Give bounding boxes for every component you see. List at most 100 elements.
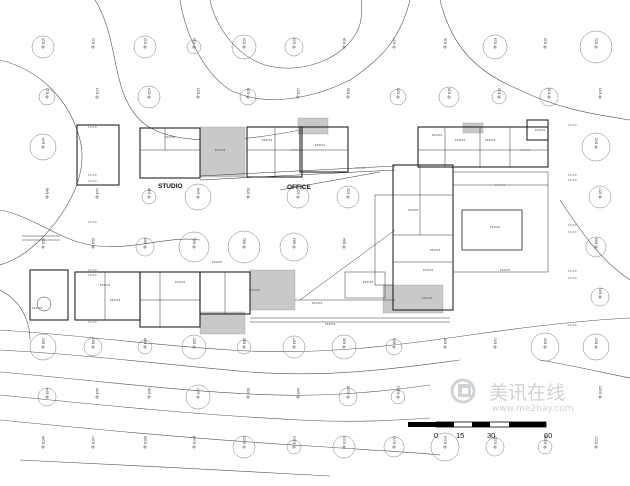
svg-text:E34: E34 (42, 138, 46, 144)
hatched-terrace (462, 122, 484, 134)
svg-text:E32: E32 (548, 88, 552, 94)
tree-marker: E113 (383, 436, 405, 458)
svg-text:E59: E59 (92, 238, 96, 244)
watermark: 美讯在线 www.me2bay.com (450, 378, 574, 414)
svg-text:E96: E96 (148, 388, 152, 394)
covered-walk (199, 169, 396, 181)
tree-marker: E90 (443, 338, 448, 349)
tree-marker: E52 (336, 185, 360, 209)
svg-text:E92: E92 (544, 338, 548, 344)
watermark-url: www.me2bay.com (492, 404, 574, 414)
tree-marker: E81 (590, 287, 610, 307)
tree-marker: E28 (346, 88, 351, 99)
tree-marker: E19 (482, 34, 508, 60)
tree-marker: E31 (491, 88, 507, 105)
svg-text:E16: E16 (343, 38, 347, 44)
svg-text:E51: E51 (297, 188, 301, 194)
contour-line (94, 0, 301, 141)
svg-text:E113: E113 (393, 436, 397, 444)
contour-line (559, 199, 630, 281)
tree-marker: E87 (282, 335, 306, 359)
tree-marker: E57 (588, 185, 612, 209)
tree-marker: E109 (192, 436, 197, 449)
tree-marker: E30 (438, 86, 460, 108)
svg-text:E83: E83 (92, 338, 96, 344)
svg-text:E11: E11 (92, 38, 96, 44)
watermark-brand: 美讯在线 (489, 382, 565, 404)
scale-bar-segment (509, 422, 546, 427)
tree-marker: E99 (296, 388, 301, 399)
contour-line (0, 209, 201, 248)
round-tank (36, 296, 52, 312)
tree-marker: E15 (284, 37, 304, 57)
svg-text:E28: E28 (347, 88, 351, 94)
building-footprints (22, 117, 549, 335)
tree-marker: E46 (45, 188, 50, 199)
svg-text:E99: E99 (297, 388, 301, 394)
svg-text:E112: E112 (343, 436, 347, 444)
contour-line (0, 289, 31, 341)
svg-text:E63: E63 (293, 238, 297, 244)
tree-marker: E95 (95, 388, 100, 399)
tree-marker: E51 (286, 185, 310, 209)
tree-marker: E47 (95, 188, 100, 199)
tree-marker: E61 (178, 231, 210, 263)
scale-bar-lead (408, 422, 436, 427)
contour-line (0, 394, 431, 422)
tree-marker: E116 (537, 436, 553, 455)
svg-text:E45: E45 (595, 138, 599, 144)
studio-label: STUDIO (158, 183, 183, 190)
svg-text:E93: E93 (595, 338, 599, 344)
svg-text:E30: E30 (448, 88, 452, 94)
svg-text:E108: E108 (144, 436, 148, 444)
tree-marker: E96 (147, 388, 152, 399)
tree-marker: E21 (579, 30, 613, 64)
guest-wing-wall (139, 271, 201, 328)
tree-marker: E60 (135, 237, 155, 257)
svg-text:E61: E61 (193, 238, 197, 244)
svg-text:E90: E90 (444, 338, 448, 344)
tree-marker: E105 (598, 386, 603, 399)
tree-marker: E83 (83, 337, 103, 357)
svg-text:E81: E81 (599, 288, 603, 294)
tree-marker: E117 (594, 436, 599, 449)
diagonal-path (299, 229, 396, 301)
tree-marker: E64 (342, 238, 347, 249)
svg-text:E107: E107 (92, 436, 96, 444)
tree-marker: E29 (389, 88, 407, 106)
scale-tick-label: 0 (434, 431, 438, 440)
contour-line (19, 459, 331, 477)
svg-text:E50: E50 (247, 188, 251, 194)
tree-marker: E25 (196, 88, 201, 99)
tree-marker: E20 (543, 38, 548, 49)
contour-line (0, 59, 83, 266)
svg-text:E87: E87 (293, 338, 297, 344)
tree-marker: E115 (485, 436, 505, 457)
tree-marker: E58 (41, 238, 46, 249)
svg-text:E82: E82 (42, 338, 46, 344)
svg-text:E97: E97 (197, 388, 201, 394)
svg-text:E84: E84 (144, 338, 148, 344)
svg-text:E17: E17 (393, 38, 397, 44)
svg-text:E98: E98 (247, 388, 251, 394)
contour-line (0, 419, 441, 456)
svg-text:E60: E60 (144, 238, 148, 244)
tree-marker: E94 (37, 387, 57, 407)
pool-deck (452, 171, 549, 273)
contour-line (209, 0, 363, 69)
watermark-logo-icon (450, 378, 476, 404)
floor-level-tags (88, 124, 577, 326)
svg-text:E21: E21 (595, 38, 599, 44)
svg-text:E115: E115 (494, 436, 498, 444)
svg-text:E116: E116 (544, 436, 548, 444)
svg-text:E88: E88 (343, 338, 347, 344)
studio-wing-wall (76, 124, 120, 186)
tree-marker: E34 (29, 133, 57, 161)
svg-text:E15: E15 (293, 38, 297, 44)
studio-wall (139, 127, 201, 179)
contour-line (179, 0, 411, 100)
svg-text:E114: E114 (444, 436, 448, 444)
residence-north-wing (417, 126, 549, 168)
tree-marker: E91 (493, 338, 498, 349)
